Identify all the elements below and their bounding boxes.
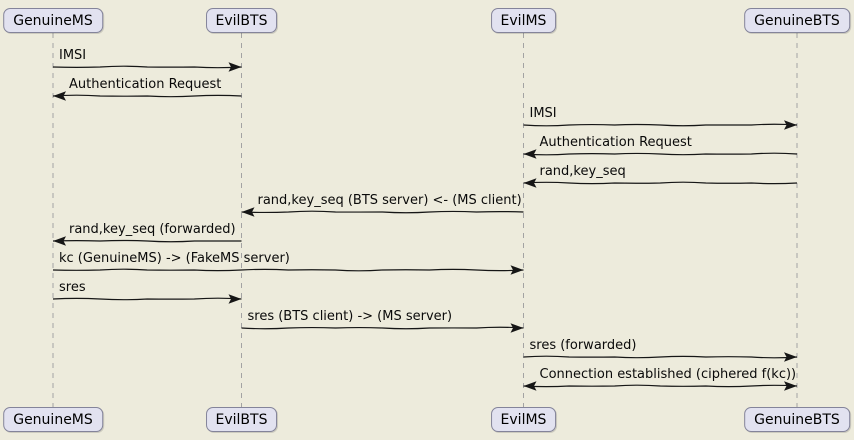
message-label-1: Authentication Request (69, 77, 222, 92)
message-label-11: Connection established (ciphered f(kc)) (539, 367, 797, 382)
participant-evilms-bottom: EvilMS (490, 407, 557, 432)
message-label-3: Authentication Request (539, 135, 692, 150)
participant-name: EvilMS (500, 411, 547, 428)
message-label-5: rand,key_seq (BTS server) <- (MS client) (257, 193, 522, 208)
message-arrow-7 (52, 265, 524, 275)
arrowhead-icon (241, 207, 255, 217)
arrowhead-icon (523, 381, 537, 391)
message-line (523, 384, 798, 388)
message-arrow-6 (52, 236, 242, 246)
arrowhead-icon (228, 294, 242, 304)
message-arrow-1 (52, 91, 242, 101)
arrowhead-icon (228, 62, 242, 72)
participant-name: GenuineBTS (754, 12, 840, 29)
message-arrow-5 (241, 207, 524, 217)
participant-name: GenuineBTS (754, 411, 840, 428)
message-line (523, 123, 798, 127)
arrowhead-icon (523, 178, 537, 188)
participant-name: GenuineMS (13, 411, 93, 428)
arrowhead-icon (53, 236, 66, 246)
participant-genuinems-top: GenuineMS (3, 8, 103, 33)
message-label-9: sres (BTS client) -> (MS server) (247, 309, 453, 324)
message-arrow-2 (523, 120, 798, 130)
message-arrow-4 (523, 178, 798, 188)
message-label-8: sres (59, 280, 86, 295)
message-line (52, 239, 242, 243)
message-label-0: IMSI (59, 48, 87, 63)
participant-genuinems-bottom: GenuineMS (3, 407, 103, 432)
message-arrow-10 (523, 352, 798, 362)
participant-evilms-top: EvilMS (490, 8, 557, 33)
arrowhead-icon (53, 91, 66, 101)
message-arrow-0 (52, 62, 242, 72)
participant-name: EvilBTS (215, 12, 268, 29)
participant-genuinebts-top: GenuineBTS (744, 8, 850, 33)
message-line (241, 326, 524, 330)
message-arrow-9 (241, 323, 524, 333)
message-label-2: IMSI (529, 106, 557, 121)
message-line (52, 65, 242, 69)
message-line (52, 94, 242, 98)
participant-evilbts-bottom: EvilBTS (205, 407, 278, 432)
arrowhead-icon (510, 323, 524, 333)
arrowhead-icon (784, 120, 797, 130)
message-line (523, 152, 798, 156)
message-arrow-11 (523, 381, 798, 391)
message-line (52, 297, 242, 301)
message-arrow-3 (523, 149, 798, 159)
participant-name: EvilMS (500, 12, 547, 29)
participant-genuinebts-bottom: GenuineBTS (744, 407, 850, 432)
arrowhead-icon (523, 149, 537, 159)
arrowhead-icon (784, 381, 797, 391)
message-arrow-8 (52, 294, 242, 304)
participant-name: GenuineMS (13, 12, 93, 29)
participant-evilbts-top: EvilBTS (205, 8, 278, 33)
message-line (523, 355, 798, 359)
message-label-6: rand,key_seq (forwarded) (69, 222, 236, 237)
message-label-7: kc (GenuineMS) -> (FakeMS server) (59, 251, 290, 266)
arrowhead-icon (784, 352, 797, 362)
message-label-10: sres (forwarded) (529, 338, 637, 353)
message-line (523, 181, 798, 185)
message-line (241, 210, 524, 214)
message-line (52, 268, 524, 272)
arrowhead-icon (510, 265, 524, 275)
message-label-4: rand,key_seq (539, 164, 626, 179)
participant-name: EvilBTS (215, 411, 268, 428)
